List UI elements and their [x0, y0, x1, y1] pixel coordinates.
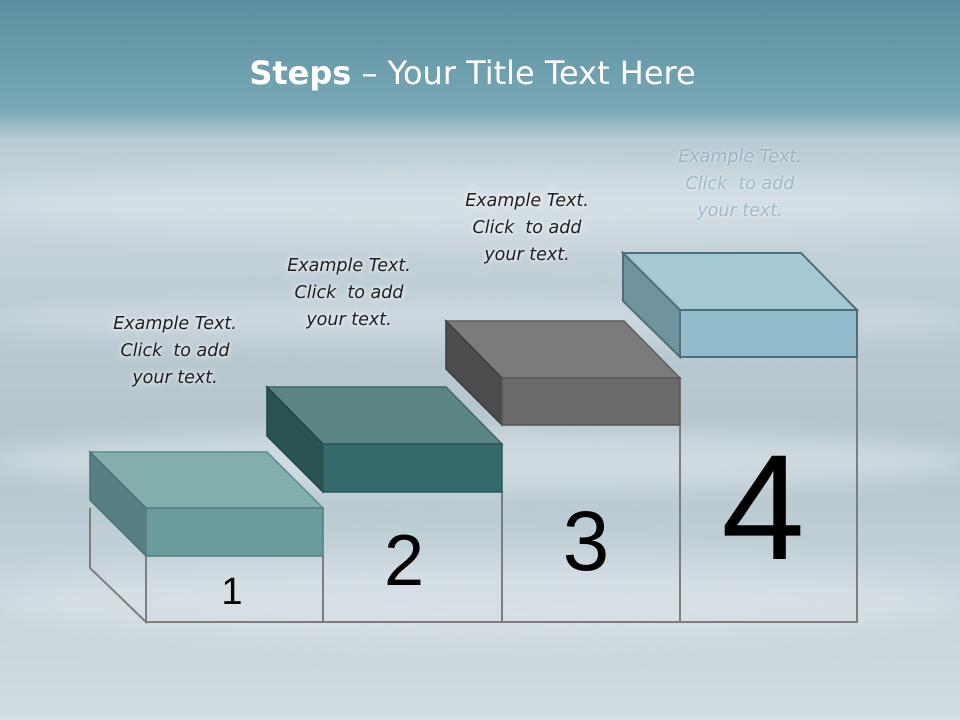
step-2-front [322, 443, 503, 493]
caption-line: Example Text. [113, 314, 237, 334]
step-4-front [679, 309, 858, 358]
staircase-frame [89, 357, 858, 625]
caption-line: Click to add [472, 218, 582, 238]
title-bold: Steps [249, 54, 352, 92]
step-1-box [145, 556, 324, 623]
step-2-block [265, 385, 504, 494]
step-1-number: 1 [221, 571, 242, 613]
step-4-box [680, 357, 858, 623]
caption-line: your text. [132, 368, 218, 388]
cloud-band [0, 170, 960, 240]
caption-line: Click to add [685, 174, 795, 194]
caption-line: your text. [484, 245, 570, 265]
caption-line: Example Text. [465, 191, 589, 211]
step-4-number: 4 [721, 423, 804, 591]
caption-line: Click to add [294, 283, 404, 303]
cloud-band [0, 560, 960, 640]
title-rest: – Your Title Text Here [351, 54, 696, 92]
caption-line: Click to add [120, 341, 230, 361]
caption-line: your text. [697, 201, 783, 221]
step-1-front [145, 507, 324, 557]
step-4-caption[interactable]: Example Text. Click to add your text. [650, 144, 830, 225]
step-3-front [501, 377, 681, 426]
step-1-caption[interactable]: Example Text. Click to add your text. [85, 311, 265, 392]
step-2-caption[interactable]: Example Text. Click to add your text. [259, 253, 439, 334]
step-3-caption[interactable]: Example Text. Click to add your text. [437, 188, 617, 269]
caption-line: Example Text. [287, 256, 411, 276]
step-2-number: 2 [384, 521, 424, 601]
caption-line: your text. [306, 310, 392, 330]
step-3-number: 3 [563, 494, 610, 588]
step-3-block [444, 319, 682, 427]
page-title: Steps – Your Title Text Here [0, 54, 945, 92]
step-4-block [620, 250, 860, 360]
caption-line: Example Text. [678, 147, 802, 167]
step-1-block [88, 450, 325, 558]
